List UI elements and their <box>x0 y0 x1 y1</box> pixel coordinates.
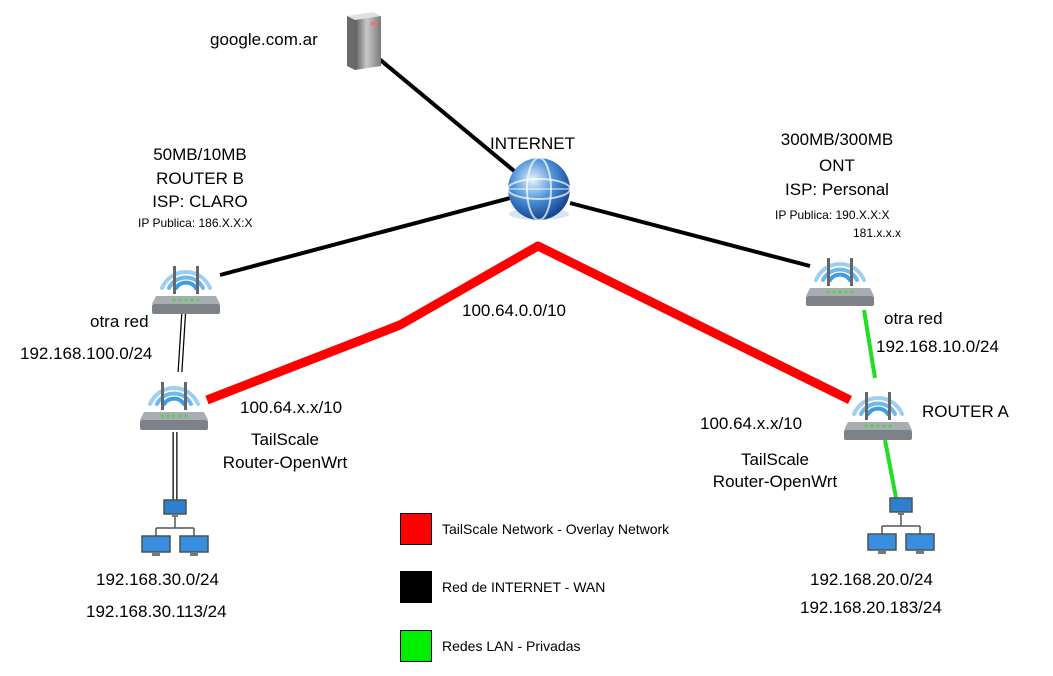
legend-item-overlay: TailScale Network - Overlay Network <box>400 513 669 545</box>
legend-label-wan: Red de INTERNET - WAN <box>442 579 606 595</box>
lan-link-left-upper <box>177 307 187 373</box>
right-otra-red-net: 192.168.10.0/24 <box>876 337 999 356</box>
internet-globe-icon <box>507 157 571 221</box>
internet-label: INTERNET <box>490 134 575 153</box>
lan-left-net: 192.168.30.0/24 <box>96 570 219 589</box>
router-b-isp: ISP: CLARO <box>152 192 248 211</box>
wan-link-server-internet <box>376 56 527 182</box>
tailscale-right-ip: 100.64.x.x/10 <box>700 414 803 433</box>
legend-swatch-overlay <box>400 513 432 545</box>
legend-label-lan: Redes LAN - Privadas <box>442 638 581 654</box>
tailscale-left-type: Router-OpenWrt <box>222 453 348 472</box>
tailscale-left-router-icon <box>140 382 208 430</box>
router-b-speed: 50MB/10MB <box>153 145 247 164</box>
ont-public-ip-2: 181.x.x.x <box>853 226 902 240</box>
ont-name: ONT <box>819 156 855 175</box>
lan-left-computers-icon <box>141 499 209 556</box>
wan-link-ont-internet <box>569 201 811 268</box>
lan-link-ont-router-a <box>862 309 877 379</box>
router-b-public-ip: IP Publica: 186.X.X:X <box>138 216 253 230</box>
router-b-name: ROUTER B <box>156 169 244 188</box>
left-otra-red-net: 192.168.100.0/24 <box>20 344 153 363</box>
lan-link-router-a-lan <box>883 439 899 504</box>
lan-right-computers-icon <box>867 497 935 554</box>
lan-right-net: 192.168.20.0/24 <box>810 570 933 589</box>
right-otra-red-label: otra red <box>884 309 943 328</box>
left-otra-red-label: otra red <box>90 312 149 331</box>
tailscale-right-type: Router-OpenWrt <box>712 472 838 491</box>
ont-speed: 300MB/300MB <box>780 130 894 149</box>
router-b-isp-icon <box>152 266 220 314</box>
legend-item-lan: Redes LAN - Privadas <box>400 630 581 662</box>
server-icon <box>347 12 381 70</box>
ont-router-icon <box>806 258 874 306</box>
server-label: google.com.ar <box>210 30 318 49</box>
router-a-icon <box>844 392 912 440</box>
ont-public-ip: IP Publica: 190.X.X:X <box>775 208 890 222</box>
legend-label-overlay: TailScale Network - Overlay Network <box>442 521 670 537</box>
ont-isp: ISP: Personal <box>785 180 889 199</box>
tailscale-right-name: TailScale <box>740 450 810 469</box>
lan-right-host: 192.168.20.183/24 <box>800 598 942 617</box>
legend-swatch-lan <box>400 630 432 662</box>
legend-swatch-wan <box>400 571 432 603</box>
tailscale-left-ip: 100.64.x.x/10 <box>240 398 343 417</box>
lan-left-host: 192.168.30.113/24 <box>86 602 227 621</box>
wan-link-router-b-internet <box>219 196 511 277</box>
overlay-link <box>205 241 852 405</box>
overlay-net-label: 100.64.0.0/10 <box>462 301 566 320</box>
legend-item-wan: Red de INTERNET - WAN <box>400 571 605 603</box>
router-a-label: ROUTER A <box>922 402 1009 421</box>
tailscale-left-name: TailScale <box>250 430 320 449</box>
